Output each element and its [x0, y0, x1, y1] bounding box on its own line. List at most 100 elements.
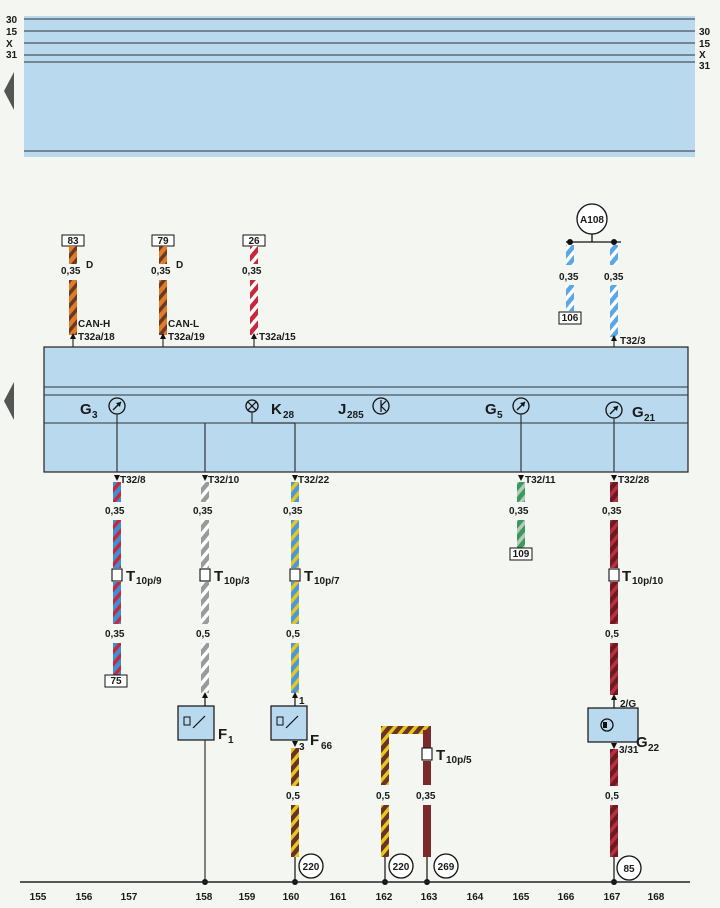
ref-26: 26 — [248, 236, 260, 247]
device-f66: F 66 — [270, 705, 333, 752]
tag-w156: D — [86, 260, 93, 271]
device-f66-sub: 66 — [321, 741, 333, 752]
loop-wire-right-b — [423, 761, 431, 785]
column-number: 168 — [648, 892, 665, 903]
wire-167-c — [610, 582, 618, 624]
column-number: 156 — [76, 892, 93, 903]
rail-label-left-31: 31 — [6, 50, 18, 61]
gauge2-b158: 0,5 — [196, 629, 210, 640]
wire-159-top-a — [250, 246, 258, 264]
conn-b156-sub: 10p/9 — [136, 576, 162, 587]
column-number: 164 — [467, 892, 484, 903]
left-page-marker-2 — [4, 382, 14, 420]
loop-conn-sub: 10p/5 — [446, 755, 472, 766]
connector-icon — [608, 568, 620, 582]
wire-165-top-a — [566, 245, 574, 265]
loop-ground-right: 269 — [438, 862, 455, 873]
wire-156-d — [113, 643, 121, 675]
component-g21-sub: 21 — [644, 413, 656, 424]
wire-160-f — [291, 805, 299, 857]
device-g22-main: G — [636, 734, 648, 751]
column-number: 155 — [30, 892, 47, 903]
gauge1-b167: 0,35 — [602, 506, 622, 517]
ref-box-75 — [104, 674, 128, 688]
device-g22-sub: 22 — [648, 743, 660, 754]
loop-wire-right-c — [423, 805, 431, 857]
top-band — [24, 16, 695, 157]
pin-w159: T32a/15 — [259, 332, 296, 343]
wire-156-top-a — [69, 246, 77, 264]
wire-156-a — [113, 482, 121, 502]
ref-box-106 — [558, 311, 582, 325]
device-f1-sub: 1 — [228, 735, 234, 746]
rail-label-right-31: 31 — [699, 61, 711, 72]
wire-167-e — [610, 749, 618, 786]
signal-w156: CAN-H — [78, 319, 110, 330]
component-g21: G 21 — [605, 401, 656, 424]
wire-167-d — [610, 643, 618, 695]
ref-83: 83 — [67, 236, 79, 247]
wire-157-top-b — [159, 280, 167, 335]
ground-220-a — [298, 853, 324, 879]
component-j285-main: J — [338, 401, 346, 418]
wire-165-b — [517, 520, 525, 548]
ref-109: 109 — [513, 549, 530, 560]
pin-b160: T32/22 — [298, 475, 330, 486]
conn-b158-sub: 10p/3 — [224, 576, 250, 587]
conn-b167-sub: 10p/10 — [632, 576, 664, 587]
component-k28-main: K — [271, 401, 282, 418]
rail-label-right-30: 30 — [699, 27, 711, 38]
ground-b160: 220 — [303, 862, 320, 873]
connector-icon — [421, 747, 433, 761]
pin-b156: T32/8 — [120, 475, 146, 486]
tag-w157: D — [176, 260, 183, 271]
gauge1-b158: 0,35 — [193, 506, 213, 517]
conn-b167-main: T — [622, 568, 631, 585]
gauge-w167: 0,35 — [604, 272, 624, 283]
column-numbers: 155 156 157 158 159 160 161 162 163 164 … — [30, 892, 665, 903]
gauge-w157: 0,35 — [151, 266, 171, 277]
pin-b167: T32/28 — [618, 475, 650, 486]
wire-156-b — [113, 520, 121, 568]
ref-box-109 — [509, 547, 533, 561]
component-g5-main: G — [485, 401, 497, 418]
sender-box-g22 — [587, 707, 639, 743]
wire-157-top-a — [159, 246, 167, 264]
gauge2-b167: 0,5 — [605, 629, 619, 640]
rail-label-left-30: 30 — [6, 15, 18, 26]
ground-b167: 85 — [623, 864, 635, 875]
column-number: 160 — [283, 892, 300, 903]
rail-label-right-x: X — [699, 50, 706, 61]
component-g3-main: G — [80, 401, 92, 418]
term-in-b167: 2/G — [620, 699, 636, 710]
loop-ground-left: 220 — [393, 862, 410, 873]
ground-85 — [616, 855, 642, 881]
loop-wire-left-b — [381, 805, 389, 857]
device-f1-main: F — [218, 726, 227, 743]
sender-icon — [600, 718, 614, 732]
wire-167-f — [610, 805, 618, 857]
column-number: 163 — [421, 892, 438, 903]
rail-label-left-15: 15 — [6, 27, 18, 38]
component-g5-sub: 5 — [497, 410, 503, 421]
switch-box-f66 — [270, 705, 308, 741]
column-number: 158 — [196, 892, 213, 903]
wire-167-top-b — [610, 285, 618, 337]
wire-159-top-b — [250, 280, 258, 335]
gauge-w159: 0,35 — [242, 266, 262, 277]
pin-w157: T32a/19 — [168, 332, 205, 343]
wire-167-top-a — [610, 245, 618, 265]
ref-106: 106 — [562, 313, 579, 324]
conn-b158-main: T — [214, 568, 223, 585]
device-g22: G 22 — [587, 707, 660, 754]
node-a108-label: A108 — [580, 215, 604, 226]
column-number: 167 — [604, 892, 621, 903]
loop-gauge-left: 0,5 — [376, 791, 390, 802]
rail-label-left-x: X — [6, 39, 13, 50]
left-page-marker — [4, 72, 14, 110]
wire-160-d — [291, 643, 299, 693]
component-g3: G 3 — [80, 397, 126, 421]
rail-label-right-15: 15 — [699, 39, 711, 50]
wire-156-c — [113, 582, 121, 624]
